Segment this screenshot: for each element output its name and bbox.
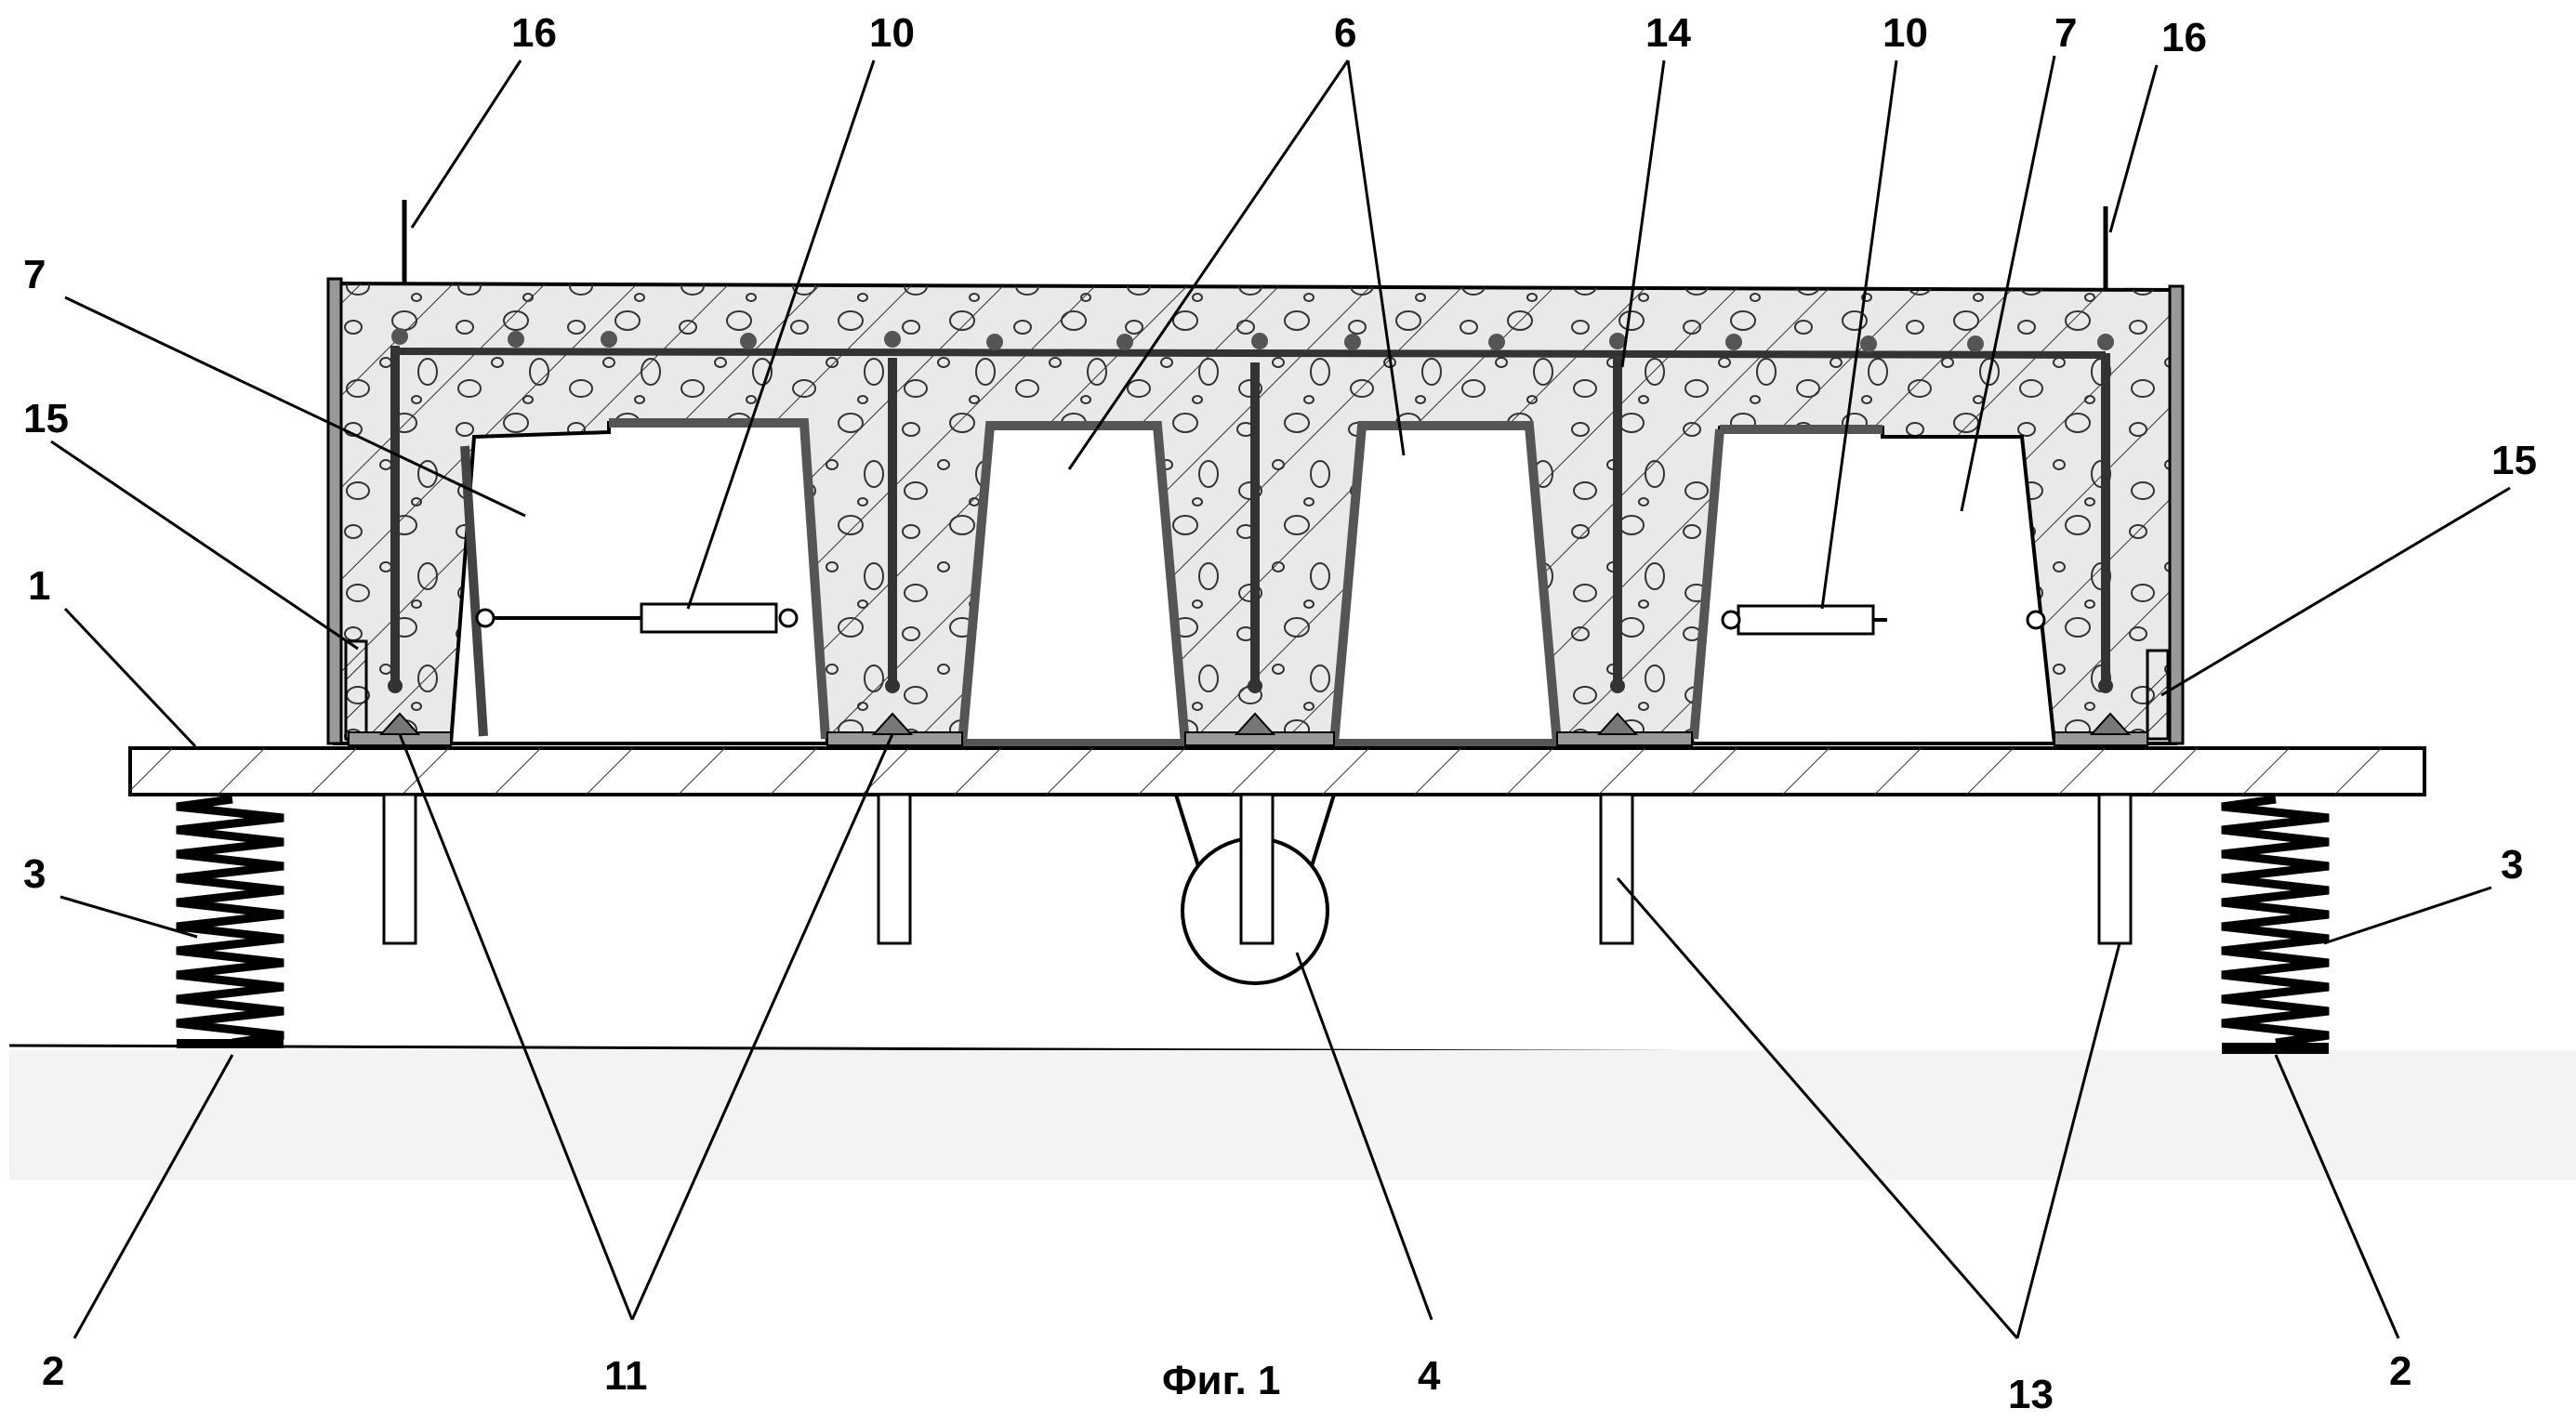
vibrator	[1176, 795, 1334, 983]
label-3-left: 3	[23, 851, 46, 897]
figure-caption: Фиг. 1	[1162, 1358, 1280, 1403]
pallet	[130, 748, 2424, 795]
label-2-left: 2	[42, 1349, 64, 1394]
label-11: 11	[604, 1353, 648, 1399]
label-15-left: 15	[23, 396, 69, 441]
label-6: 6	[1334, 10, 1356, 56]
label-1: 1	[28, 563, 50, 609]
right-core	[1692, 428, 2054, 743]
label-13: 13	[2008, 1372, 2054, 1417]
label-2-right: 2	[2389, 1349, 2411, 1394]
label-7-left: 7	[23, 252, 46, 297]
ground	[9, 1046, 2576, 1180]
label-16-left: 16	[511, 10, 557, 56]
left-core	[451, 423, 827, 743]
label-14: 14	[1645, 10, 1691, 56]
label-3-right: 3	[2501, 842, 2523, 888]
label-16-right: 16	[2161, 15, 2207, 60]
label-4: 4	[1418, 1353, 1441, 1399]
lifting-loops	[404, 200, 2106, 288]
label-7-right: 7	[2054, 10, 2077, 56]
label-10-right: 10	[1882, 10, 1928, 56]
label-15-right: 15	[2491, 438, 2537, 483]
label-10-left: 10	[869, 10, 915, 56]
